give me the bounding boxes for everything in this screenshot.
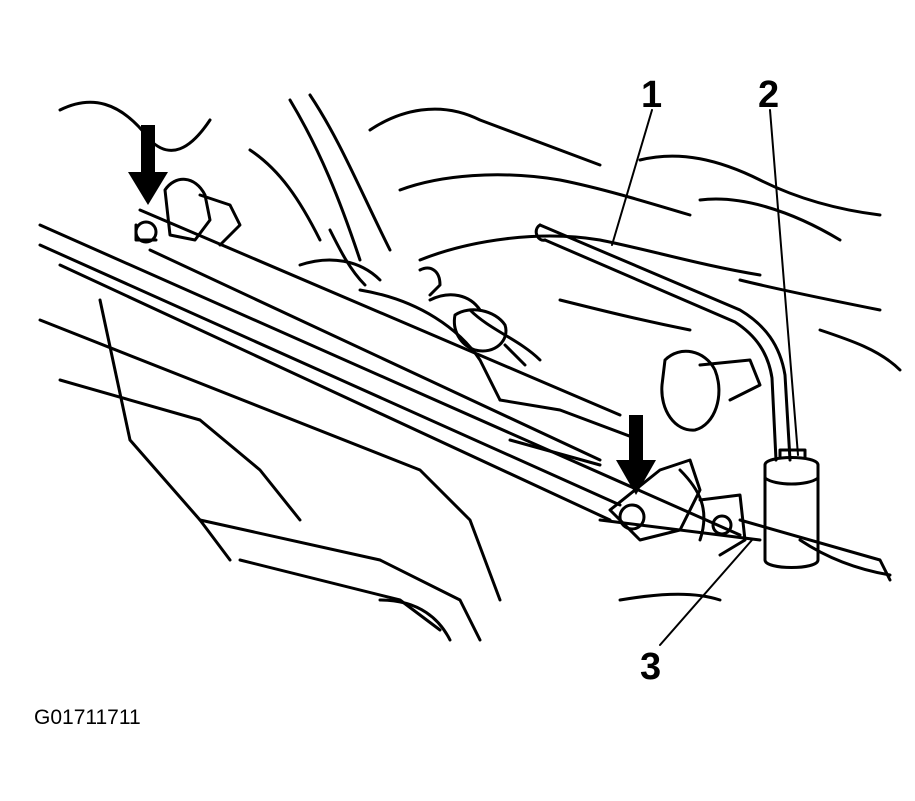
callout-2: 2 — [758, 74, 780, 116]
leader-lines — [611, 109, 799, 646]
figure-id: G01711711 — [34, 706, 141, 729]
right-mounting-bracket — [608, 458, 747, 557]
right-arrow-icon — [616, 415, 656, 495]
left-mounting-bracket — [134, 177, 242, 247]
leader-line-2 — [769, 109, 799, 456]
hose-1 — [534, 223, 792, 462]
callout-3: 3 — [640, 646, 662, 688]
left-arrow-icon — [128, 125, 168, 205]
pinion-fitting — [418, 266, 527, 367]
valve-body — [660, 349, 762, 432]
leader-line-1 — [611, 109, 653, 246]
leader-line-3 — [659, 539, 753, 646]
frame-rails — [38, 223, 892, 642]
engine-background-outlines — [58, 93, 902, 372]
callout-1: 1 — [641, 74, 663, 116]
reservoir-2 — [763, 448, 820, 569]
